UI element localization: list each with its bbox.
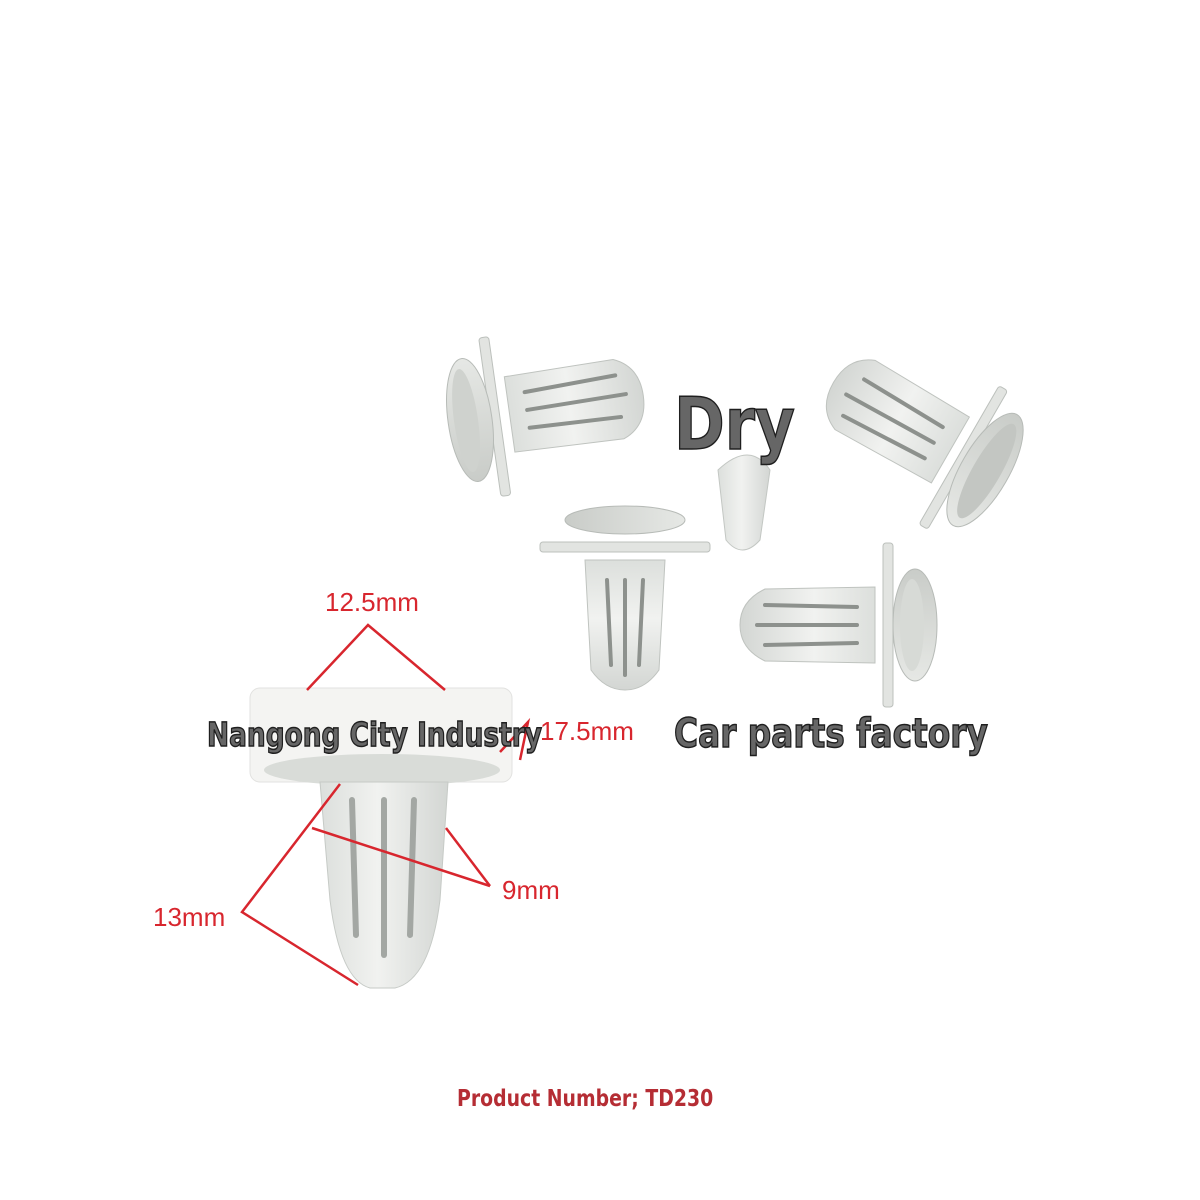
watermark-dry: Dry bbox=[673, 382, 795, 466]
watermark-factory: Car parts factory bbox=[673, 711, 988, 757]
dimension-lines bbox=[240, 623, 531, 987]
dimension-label-body-length: 13mm bbox=[153, 902, 226, 932]
dimension-label-head-top: 12.5mm bbox=[325, 587, 419, 617]
dimension-label-body-width: 9mm bbox=[502, 875, 560, 905]
watermark-company: Nangong City Industry bbox=[206, 715, 542, 754]
push-clip-3 bbox=[539, 505, 711, 691]
push-clip-main bbox=[249, 687, 513, 989]
dimension-label-head-diameter: 17.5mm bbox=[540, 716, 634, 746]
product-number: Product Number; TD230 bbox=[457, 1086, 714, 1112]
push-clip-4 bbox=[739, 542, 938, 708]
push-clip-partial bbox=[717, 454, 771, 551]
push-clip-1 bbox=[446, 336, 645, 497]
push-clip-2 bbox=[825, 359, 1024, 529]
